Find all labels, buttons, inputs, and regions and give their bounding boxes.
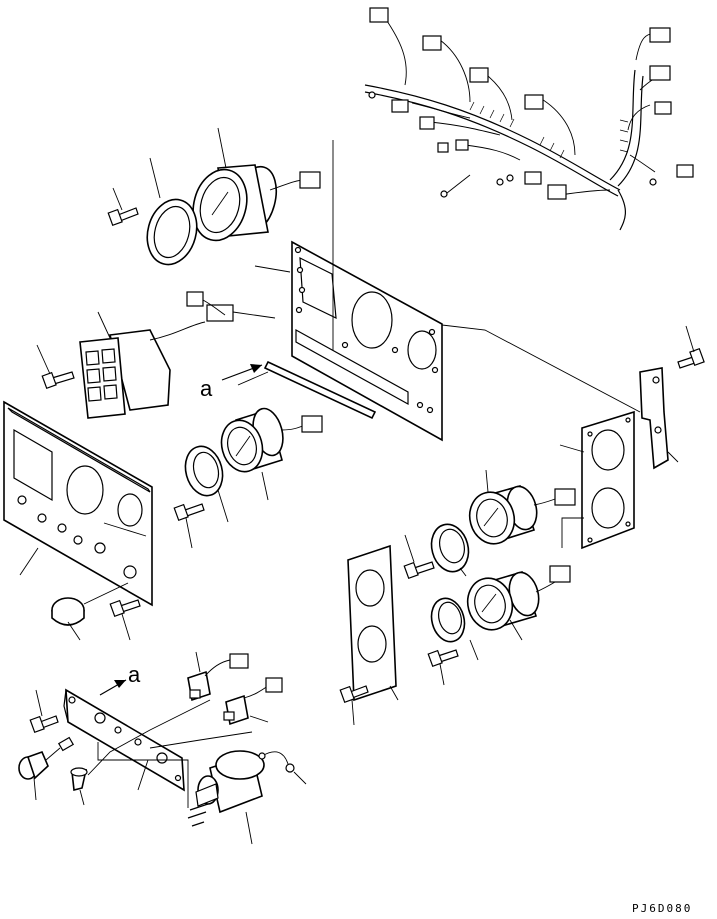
drawing-code: PJ6D080 xyxy=(632,902,692,915)
view-arrow-lower: a xyxy=(99,662,141,696)
bolt xyxy=(173,503,205,549)
gauge-ring xyxy=(430,597,479,661)
bolt xyxy=(677,325,705,369)
view-arrow-upper: a xyxy=(200,364,263,401)
wiring-harness xyxy=(364,7,694,231)
right-gauge-plate xyxy=(559,410,635,550)
view-label-lower: a xyxy=(128,662,141,687)
connector-cable xyxy=(87,699,253,808)
bolt xyxy=(36,344,75,390)
toggle-switch xyxy=(187,651,249,702)
dial-gauge xyxy=(220,407,323,501)
gauge-ring xyxy=(184,445,229,523)
bolt xyxy=(29,689,59,734)
switch-bracket-plate xyxy=(639,367,679,470)
bolt xyxy=(339,685,369,726)
toggle-switch xyxy=(223,677,283,726)
instrument-front-panel xyxy=(3,400,153,607)
rubber-knob-cap xyxy=(51,582,129,641)
right-gauge-lower xyxy=(466,517,584,641)
right-gauge-upper xyxy=(468,469,576,545)
bolt xyxy=(109,599,141,641)
speedometer-gauge xyxy=(192,127,321,242)
rotary-switch xyxy=(70,767,88,806)
connector-cable xyxy=(258,751,307,785)
bolt xyxy=(403,534,435,580)
gauge-mounting-panel xyxy=(254,140,641,442)
gauge-gasket xyxy=(347,544,399,702)
warning-lamp-cluster xyxy=(79,291,276,419)
gauge-ring xyxy=(430,523,470,577)
bolt xyxy=(427,649,459,686)
switch-bracket-plate xyxy=(63,688,185,792)
view-label-upper: a xyxy=(200,376,213,401)
key-switch xyxy=(187,750,265,845)
rubber-seal-strip xyxy=(237,360,377,420)
bolt xyxy=(107,187,139,227)
gauge-bezel-ring xyxy=(146,157,198,266)
indicator-lamp-socket xyxy=(18,736,75,801)
